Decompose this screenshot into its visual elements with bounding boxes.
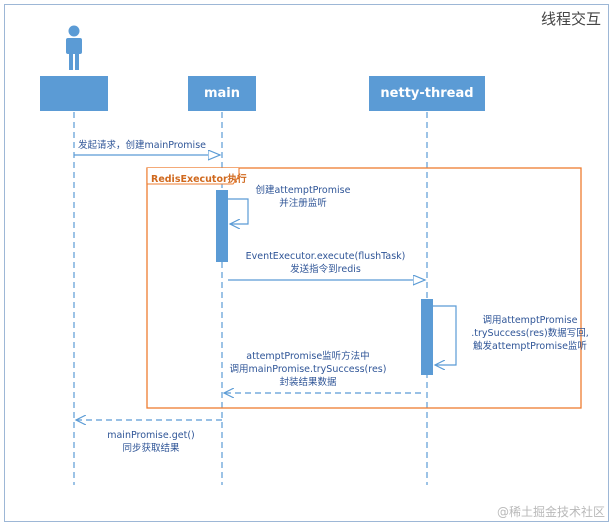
message-create-attempt-line1: 创建attemptPromise (255, 185, 351, 196)
message-create-attempt: 创建attemptPromise 并注册监听 (248, 184, 358, 210)
diagram-title: 线程交互 (540, 10, 601, 28)
message-try-success-line1: 调用attemptPromise (482, 315, 578, 326)
message-get-result: mainPromise.get() 同步获取结果 (96, 429, 206, 455)
message-execute-flush: EventExecutor.execute(flushTask) 发送指令到re… (238, 250, 413, 276)
message-create-request: 发起请求，创建mainPromise (78, 140, 206, 151)
message-return-result-line3: 封装结果数据 (279, 377, 337, 388)
executor-frame-label: RedisExecutor执行 (151, 174, 247, 185)
arrow-self-trysuccess (433, 305, 457, 365)
diagram-frame (4, 4, 609, 522)
message-try-success-line2: .trySuccess(res)数据写回, (471, 328, 589, 339)
message-execute-flush-line1: EventExecutor.execute(flushTask) (245, 251, 406, 262)
arrow-self-register (228, 198, 249, 224)
participant-main: main (188, 76, 256, 111)
message-try-success: 调用attemptPromise .trySuccess(res)数据写回, 触… (456, 314, 604, 353)
participant-user (40, 76, 108, 111)
message-get-result-line2: 同步获取结果 (122, 443, 180, 454)
message-return-result-line2: 调用mainPromise.trySuccess(res) (229, 364, 387, 375)
user-actor-icon (66, 25, 82, 70)
activation-netty (421, 299, 433, 375)
message-create-attempt-line2: 并注册监听 (279, 198, 327, 209)
message-execute-flush-line2: 发送指令到redis (290, 264, 361, 275)
message-get-result-line1: mainPromise.get() (107, 430, 195, 441)
message-try-success-line3: 触发attemptPromise监听 (473, 341, 587, 352)
executor-frame-tab (146, 168, 240, 185)
activation-main (216, 190, 228, 262)
message-return-result-line1: attemptPromise监听方法中 (246, 351, 370, 362)
executor-frame (146, 167, 582, 409)
message-return-result: attemptPromise监听方法中 调用mainPromise.trySuc… (218, 350, 398, 389)
participant-netty-thread: netty-thread (369, 76, 485, 111)
watermark: @稀土掘金技术社区 (496, 505, 605, 519)
